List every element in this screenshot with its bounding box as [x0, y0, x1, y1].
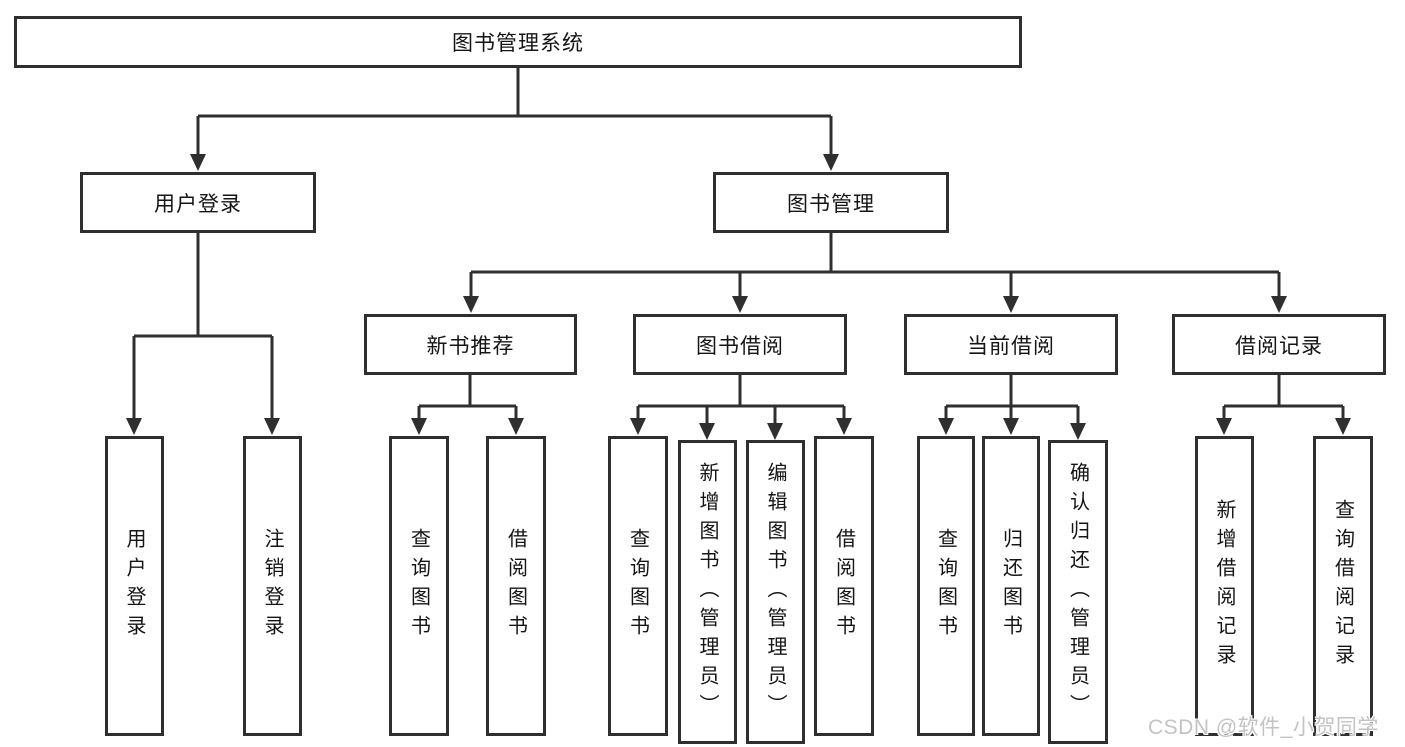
node-book-management-label: 图书管理	[787, 192, 875, 216]
leaf-query-book-recommend: 查询图书	[389, 436, 449, 736]
arrow-down-icon	[1003, 418, 1019, 435]
arrow-down-icon	[190, 154, 206, 171]
node-user-login-label: 用户登录	[154, 192, 242, 216]
connector-book-borrowing-children	[636, 375, 846, 426]
leaf-borrow-book-recommend-label: 借阅图书	[504, 528, 527, 644]
leaf-borrow-book-recommend: 借阅图书	[486, 436, 546, 736]
node-book-borrowing-label: 图书借阅	[696, 334, 784, 358]
leaf-query-book-current: 查询图书	[917, 436, 975, 736]
arrow-down-icon	[823, 154, 839, 171]
leaf-query-book-borrowing: 查询图书	[608, 436, 668, 736]
node-new-book-recommend: 新书推荐	[364, 314, 577, 375]
leaf-logout: 注销登录	[243, 436, 302, 736]
node-current-borrowing-label: 当前借阅	[967, 334, 1055, 358]
leaf-return-book: 归还图书	[982, 436, 1040, 736]
arrow-down-icon	[938, 418, 954, 435]
arrow-down-icon	[126, 418, 142, 435]
leaf-user-login-label: 用户登录	[123, 528, 145, 644]
arrowheads	[126, 154, 1351, 440]
node-root-label: 图书管理系统	[452, 32, 584, 55]
leaf-query-book-current-label: 查询图书	[934, 528, 957, 644]
leaf-user-login: 用户登录	[105, 436, 164, 736]
arrow-down-icon	[411, 418, 427, 435]
connector-root-to-level2	[196, 68, 833, 157]
node-book-management: 图书管理	[713, 172, 949, 233]
arrow-down-icon	[630, 418, 646, 435]
node-borrowing-records: 借阅记录	[1172, 314, 1386, 375]
node-root: 图书管理系统	[14, 16, 1022, 68]
arrow-down-icon	[732, 296, 748, 313]
arrow-down-icon	[767, 423, 783, 440]
leaf-add-book-admin: 新增图书（管理员）	[678, 440, 737, 744]
leaf-borrow-book-borrowing-label: 借阅图书	[832, 528, 855, 644]
leaf-borrow-book-borrowing: 借阅图书	[814, 436, 874, 736]
connector-book-management-children	[469, 233, 1281, 299]
arrow-down-icon	[508, 418, 524, 435]
node-user-login: 用户登录	[80, 172, 316, 233]
leaf-add-borrow-record-label: 新增借阅记录	[1213, 499, 1235, 673]
node-new-book-recommend-label: 新书推荐	[426, 334, 515, 358]
leaf-edit-book-admin: 编辑图书（管理员）	[746, 440, 805, 744]
leaf-query-book-recommend-label: 查询图书	[407, 528, 430, 644]
leaf-logout-label: 注销登录	[261, 528, 283, 644]
leaf-query-book-borrowing-label: 查询图书	[626, 528, 649, 644]
arrow-down-icon	[699, 423, 715, 440]
arrow-down-icon	[264, 418, 280, 435]
leaf-confirm-return-admin-label: 确认归还（管理员）	[1066, 461, 1089, 723]
leaf-query-borrow-record-label: 查询借阅记录	[1331, 499, 1354, 673]
arrow-down-icon	[1003, 296, 1019, 313]
arrow-down-icon	[463, 296, 479, 313]
leaf-add-book-admin-label: 新增图书（管理员）	[696, 461, 718, 723]
leaf-query-borrow-record: 查询借阅记录	[1313, 436, 1373, 736]
node-borrowing-records-label: 借阅记录	[1235, 334, 1323, 358]
leaf-confirm-return-admin: 确认归还（管理员）	[1048, 440, 1108, 744]
leaf-return-book-label: 归还图书	[999, 528, 1022, 644]
node-current-borrowing: 当前借阅	[904, 314, 1118, 375]
connector-user-login-children	[132, 233, 274, 421]
csdn-watermark: CSDN @软件_小贺同学	[1148, 716, 1379, 739]
arrow-down-icon	[1271, 296, 1287, 313]
arrow-down-icon	[836, 418, 852, 435]
arrow-down-icon	[1216, 418, 1232, 435]
leaf-edit-book-admin-label: 编辑图书（管理员）	[764, 461, 786, 723]
connector-current-borrowing-children	[944, 375, 1080, 426]
arrow-down-icon	[1335, 418, 1351, 435]
node-book-borrowing: 图书借阅	[633, 314, 847, 375]
connector-borrowing-records-children	[1222, 375, 1345, 421]
connector-new-book-recommend-children	[417, 375, 518, 421]
arrow-down-icon	[1070, 423, 1086, 440]
leaf-add-borrow-record: 新增借阅记录	[1195, 436, 1254, 736]
